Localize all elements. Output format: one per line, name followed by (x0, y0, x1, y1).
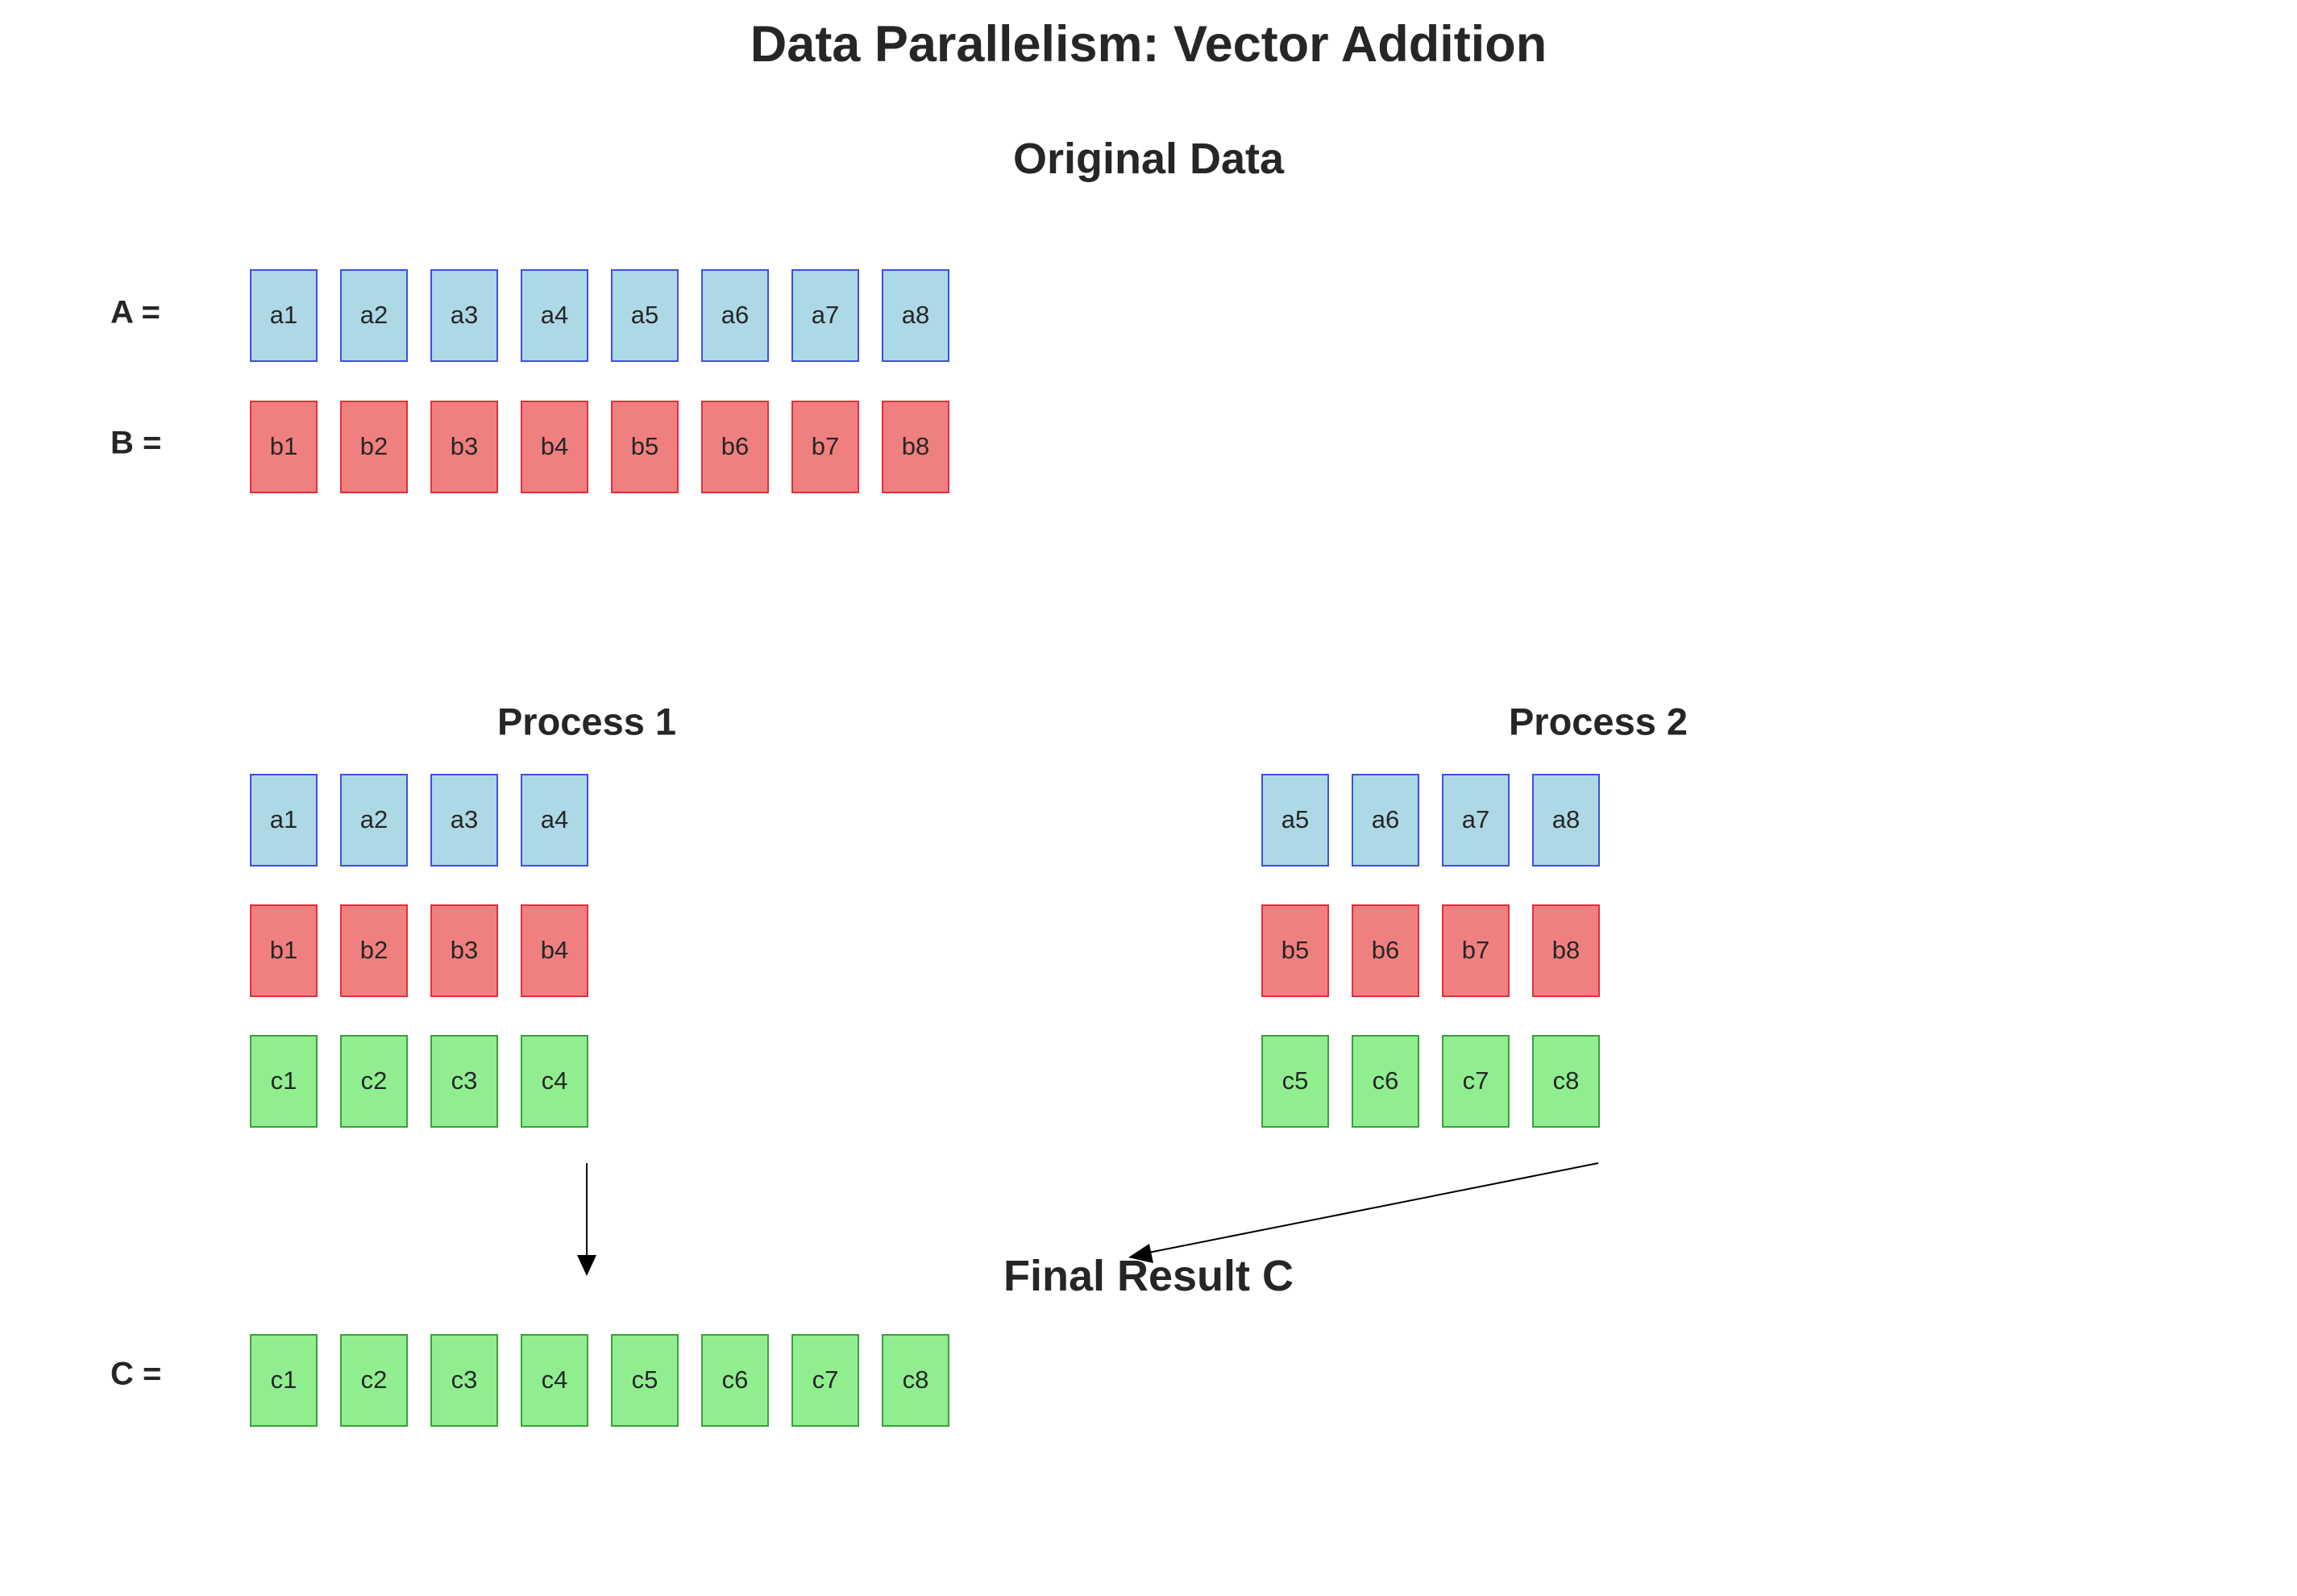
original-a-cell-8: a8 (882, 268, 949, 362)
result-c-cell-5: c5 (611, 1333, 679, 1427)
original-a-cell-6: a6 (701, 268, 769, 362)
result-c-cell-1: c1 (250, 1333, 318, 1427)
process-1-a-cell-4: a4 (521, 773, 588, 867)
process-1-c-cell-1: c1 (250, 1034, 318, 1128)
process-2-a-cell-2: a6 (1352, 773, 1419, 867)
process-1-c-cell-4: c4 (521, 1034, 588, 1128)
process-1-b-cell-3: b3 (430, 904, 498, 997)
original-b-cell-7: b7 (791, 400, 859, 493)
label-c: C = (110, 1356, 162, 1392)
original-a-cell-5: a5 (611, 268, 679, 362)
process-1-heading: Process 1 (496, 700, 677, 743)
process-2-c-cell-1: c5 (1261, 1034, 1329, 1128)
original-b-cell-8: b8 (882, 400, 949, 493)
original-b-cell-3: b3 (430, 400, 498, 493)
process-2-heading: Process 2 (1508, 700, 1688, 743)
process-1-a-cell-2: a2 (340, 773, 408, 867)
process-2-c-cell-2: c6 (1352, 1034, 1419, 1128)
result-c-cell-8: c8 (882, 1333, 949, 1427)
process-1-a-cell-3: a3 (430, 773, 498, 867)
process-2-b-cell-3: b7 (1442, 904, 1510, 997)
result-c-cell-6: c6 (701, 1333, 769, 1427)
original-b-cell-1: b1 (250, 400, 318, 493)
original-a-cell-3: a3 (430, 268, 498, 362)
process-2-c-cell-3: c7 (1442, 1034, 1510, 1128)
result-c-cell-3: c3 (430, 1333, 498, 1427)
process-2-b-cell-2: b6 (1352, 904, 1419, 997)
process-2-b-cell-1: b5 (1261, 904, 1329, 997)
process-2-a-cell-1: a5 (1261, 773, 1329, 867)
original-a-cell-2: a2 (340, 268, 408, 362)
label-b: B = (110, 425, 162, 461)
result-c-cell-7: c7 (791, 1333, 859, 1427)
original-data-heading: Original Data (1012, 135, 1285, 183)
original-a-cell-7: a7 (791, 268, 859, 362)
process-1-c-cell-2: c2 (340, 1034, 408, 1128)
process-2-b-cell-4: b8 (1532, 904, 1600, 997)
original-b-cell-6: b6 (701, 400, 769, 493)
result-c-cell-4: c4 (521, 1333, 588, 1427)
label-a: A = (110, 294, 160, 330)
original-b-cell-5: b5 (611, 400, 679, 493)
original-b-cell-2: b2 (340, 400, 408, 493)
process-1-a-cell-1: a1 (250, 773, 318, 867)
process-2-a-cell-4: a8 (1532, 773, 1600, 867)
process-1-b-cell-4: b4 (521, 904, 588, 997)
arrow-process-2-head (1128, 1244, 1153, 1263)
diagram-title: Data Parallelism: Vector Addition (750, 16, 1547, 73)
original-b-cell-4: b4 (521, 400, 588, 493)
process-2-c-cell-4: c8 (1532, 1034, 1600, 1128)
arrow-process-1-head (577, 1255, 596, 1276)
original-a-cell-4: a4 (521, 268, 588, 362)
process-1-b-cell-1: b1 (250, 904, 318, 997)
original-a-cell-1: a1 (250, 268, 318, 362)
process-1-b-cell-2: b2 (340, 904, 408, 997)
process-1-c-cell-3: c3 (430, 1034, 498, 1128)
result-c-cell-2: c2 (340, 1333, 408, 1427)
process-2-a-cell-3: a7 (1442, 773, 1510, 867)
arrow-process-2-line (1144, 1162, 1599, 1254)
